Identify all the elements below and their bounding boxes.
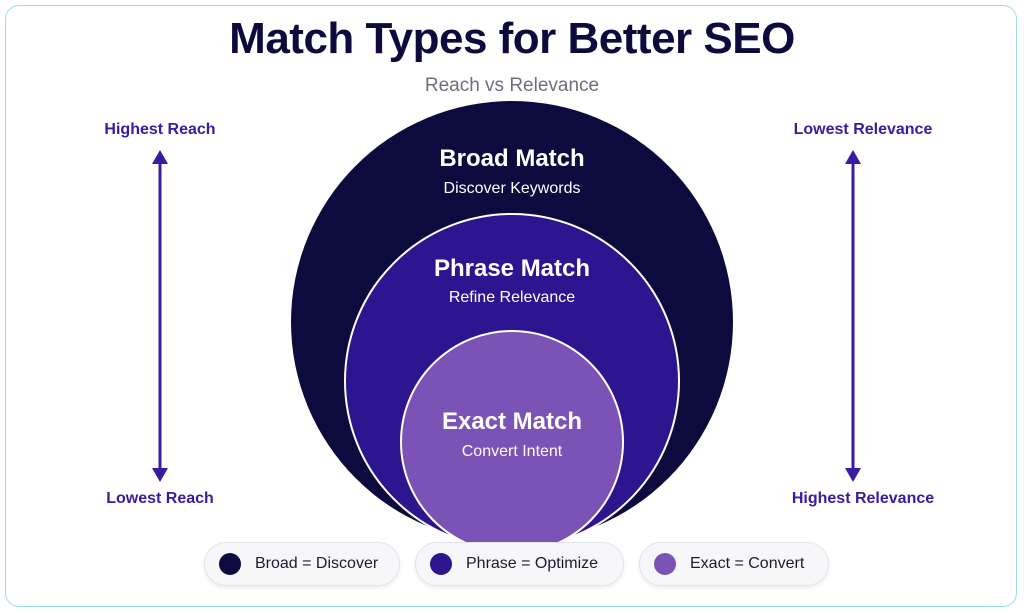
phrase-match-subtitle: Refine Relevance <box>449 289 575 306</box>
right-scale-bottom-label: Highest Relevance <box>791 490 935 507</box>
page-subtitle: Reach vs Relevance <box>424 75 600 96</box>
legend-item-phrase: Phrase = Optimize <box>415 542 624 586</box>
legend-phrase-label: Phrase = Optimize <box>466 555 599 572</box>
left-double-arrow-icon <box>152 150 168 482</box>
broad-match-title: Broad Match <box>439 145 584 172</box>
phrase-match-title: Phrase Match <box>434 255 590 282</box>
legend-broad-label: Broad = Discover <box>255 555 379 572</box>
right-scale-top-label: Lowest Relevance <box>793 121 933 138</box>
right-double-arrow-icon <box>845 150 861 482</box>
legend-exact-label: Exact = Convert <box>690 555 805 572</box>
exact-match-title: Exact Match <box>442 408 582 435</box>
exact-match-circle <box>400 330 624 554</box>
legend-item-broad: Broad = Discover <box>204 542 400 586</box>
left-scale-top-label: Highest Reach <box>104 121 216 138</box>
page-title: Match Types for Better SEO <box>229 14 795 63</box>
legend-exact-dot <box>654 553 676 575</box>
legend-broad-dot <box>219 553 241 575</box>
exact-match-subtitle: Convert Intent <box>462 443 563 460</box>
left-scale-bottom-label: Lowest Reach <box>106 490 214 507</box>
broad-match-subtitle: Discover Keywords <box>444 180 581 197</box>
legend-phrase-dot <box>430 553 452 575</box>
legend-item-exact: Exact = Convert <box>639 542 829 586</box>
